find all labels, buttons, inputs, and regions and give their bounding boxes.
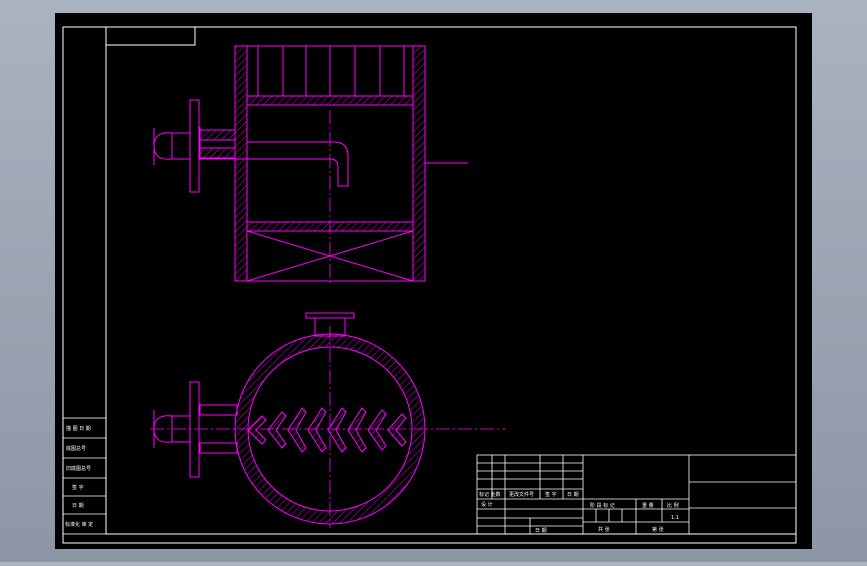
inner-border	[105, 26, 797, 535]
drawing-frame	[62, 26, 797, 544]
scale-value: 1:1	[671, 515, 679, 521]
vessel-elevation-view	[153, 45, 468, 285]
title-block-label: 标记 处数	[479, 491, 501, 498]
side-strip-label: 日 期	[72, 503, 84, 509]
side-strip-label: 描 图 日 期	[66, 425, 91, 432]
title-block-label: 更改文件号	[509, 491, 534, 498]
title-block-label: 设 计	[481, 501, 493, 508]
title-block-label: 重 量	[642, 502, 654, 509]
title-block: 标记 处数 更改文件号 签 字 日 期 设 计 日 期 阶 段 标 记 重 量 …	[476, 454, 797, 535]
side-strip-label: 签 字	[72, 484, 84, 491]
side-strip: 描 图 日 期 底图总号 旧底图总号 签 字 日 期 标准化 审 定	[62, 417, 107, 535]
title-block-label: 签 字	[545, 491, 557, 498]
title-block-label: 日 期	[567, 492, 579, 498]
model-space	[55, 13, 812, 549]
title-block-label: 比 例	[667, 502, 679, 509]
side-strip-label: 标准化 审 定	[65, 521, 93, 528]
side-strip-label: 旧底图总号	[66, 465, 91, 472]
vessel-cross-section	[150, 312, 506, 528]
side-strip-label: 底图总号	[66, 445, 86, 452]
title-block-label: 日 期	[535, 528, 547, 534]
title-block-label: 共 张	[598, 526, 610, 533]
corner-box	[105, 26, 196, 46]
title-block-label: 阶 段 标 记	[590, 502, 615, 509]
title-block-label: 第 张	[652, 526, 664, 533]
chevron-baffles	[247, 407, 407, 453]
